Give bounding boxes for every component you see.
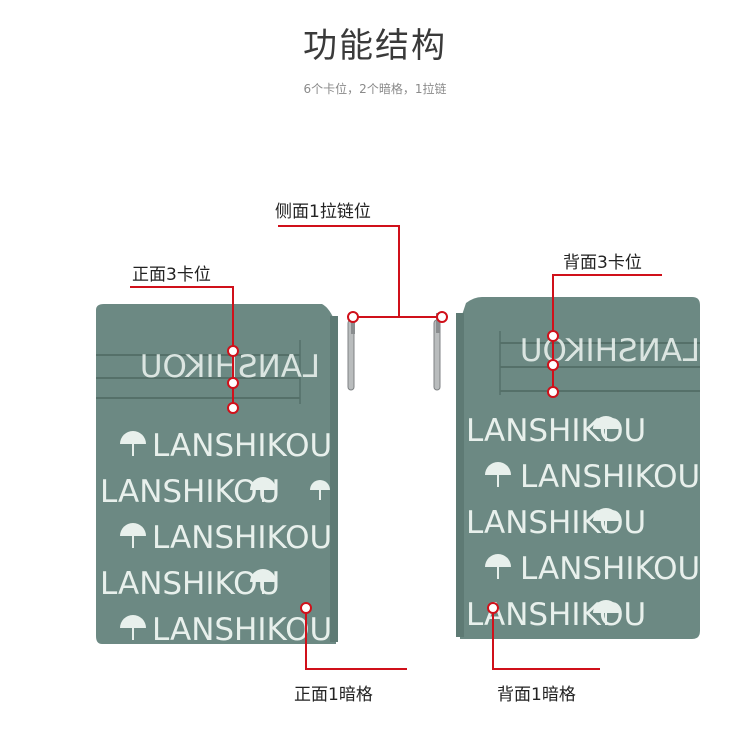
callout-line (492, 668, 600, 670)
callout-dot (300, 602, 312, 614)
callout-dot (487, 602, 499, 614)
back-wallet-illustration: LANSHIKOU LANSHIKOU LANSHIKOU LANSHIKOU … (433, 297, 700, 639)
wallet-print-text: LANSHIKOU (100, 474, 280, 510)
callout-line (278, 225, 400, 227)
page-title: 功能结构 (303, 26, 447, 66)
callout-dot (347, 311, 359, 323)
callout-dot (227, 377, 239, 389)
wallet-print-text: LANSHIKOU (100, 566, 280, 602)
wallet-print-text: LANSHIKOU (520, 551, 700, 587)
umbrella-icon (120, 431, 330, 640)
page-subtitle: 6个卡位，2个暗格，1拉链 (303, 82, 447, 96)
callout-back-pocket-label: 背面1暗格 (497, 685, 576, 705)
callout-line (492, 607, 494, 670)
callout-back-cards-label: 背面3卡位 (563, 253, 642, 273)
callout-dot (227, 402, 239, 414)
callout-line (552, 274, 662, 276)
callout-front-cards-label: 正面3卡位 (132, 265, 211, 285)
wallet-print-text: LANSHIKOU (152, 428, 332, 464)
wallet-print-text: LANSHIKOU (152, 520, 332, 556)
callout-dot (436, 311, 448, 323)
wallet-print-text: LANSHIKOU (466, 413, 646, 449)
callout-line (354, 316, 442, 318)
callout-line (305, 668, 407, 670)
callout-line (130, 286, 234, 288)
callout-line (398, 225, 400, 317)
callout-front-pocket-label: 正面1暗格 (294, 685, 373, 705)
wallet-print-text: LANSHIKOU (520, 459, 700, 495)
wallet-print-text: LANSHIKOU (466, 505, 646, 541)
callout-line (305, 607, 307, 670)
callout-dot (227, 345, 239, 357)
back-wallet-image: LANSHIKOU LANSHIKOU LANSHIKOU LANSHIKOU … (430, 295, 705, 645)
callout-side-zipper-label: 侧面1拉链位 (275, 202, 371, 222)
callout-dot (547, 330, 559, 342)
umbrella-icon (485, 416, 619, 625)
wallet-print-text: LANSHIKOU (152, 612, 332, 648)
callout-dot (547, 386, 559, 398)
callout-dot (547, 359, 559, 371)
